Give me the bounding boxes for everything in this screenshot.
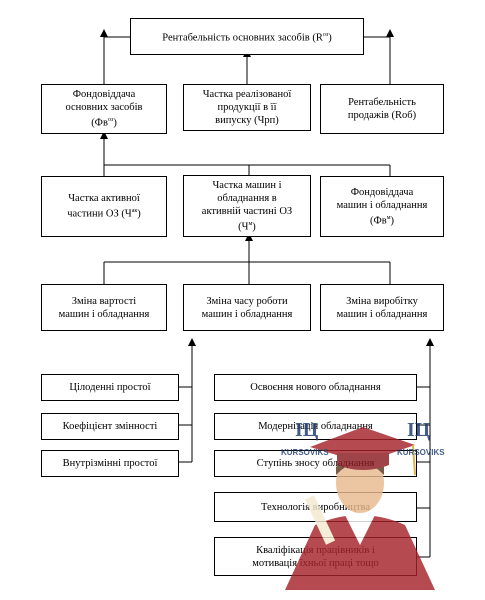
factor-label: Внутрізмінні простої bbox=[62, 458, 158, 469]
box-line: обладнання в bbox=[217, 193, 277, 204]
box-line: машин і обладнання bbox=[336, 308, 428, 320]
graduate-figure-icon bbox=[285, 427, 435, 590]
arrow-left-bracket bbox=[188, 338, 196, 346]
box-line: продажів (Rоб) bbox=[347, 110, 417, 121]
factor-shift-ratio: Коефіцієнт змінності bbox=[41, 413, 179, 440]
factor-full-day-downtime: Цілоденні простої bbox=[41, 374, 179, 401]
box-sales-profitability: Рентабельність продажів (Rоб) bbox=[320, 84, 444, 134]
factor-new-equipment: Освоєння нового обладнання bbox=[214, 374, 417, 401]
arrow-top-right bbox=[386, 29, 394, 37]
box-line: активній частині ОЗ bbox=[201, 206, 293, 217]
watermark: ІЦ KURSOVIKS ІЦ KURSOVIKS bbox=[275, 405, 445, 590]
watermark-logo-2: ІЦ bbox=[407, 419, 431, 441]
box-line: машин і обладнання bbox=[201, 308, 293, 320]
arrow-top-left bbox=[100, 29, 108, 37]
box-line: машин і обладнання bbox=[336, 199, 428, 211]
watermark-brand: KURSOVIKS bbox=[281, 448, 329, 457]
box-active-share: Частка активної частини ОЗ (Чак) bbox=[41, 176, 167, 237]
box-sold-share: Частка реалізованої продукції в її випус… bbox=[183, 84, 311, 131]
box-line: Фондовіддача bbox=[350, 186, 414, 198]
watermark-brand-2: KURSOVIKS bbox=[397, 448, 445, 457]
box-line: (Фвм) bbox=[369, 214, 395, 227]
box-line: випуску (Чрп) bbox=[215, 115, 279, 126]
factor-label: Коефіцієнт змінності bbox=[62, 421, 158, 432]
arrow-right-bracket bbox=[426, 338, 434, 346]
box-line: Рентабельність bbox=[348, 97, 416, 108]
box-line: Частка машин і bbox=[212, 180, 282, 191]
box-output-change: Зміна виробітку машин і обладнання bbox=[320, 284, 444, 331]
box-line: Частка активної bbox=[68, 193, 140, 205]
factor-label: Цілоденні простої bbox=[69, 382, 151, 393]
factor-label: Модернізація обладнання bbox=[258, 421, 373, 432]
box-asset-turnover: Фондовіддача основних засобів (Фвоз) bbox=[41, 84, 167, 134]
box-line: (Чм) bbox=[238, 221, 256, 233]
box-line: машин і обладнання bbox=[58, 308, 150, 320]
box-line: Зміна вартості bbox=[71, 295, 137, 307]
top-box-label: Рентабельність основних засобів (Rоз) bbox=[162, 31, 332, 44]
box-cost-change: Зміна вартості машин і обладнання bbox=[41, 284, 167, 331]
box-line: Частка реалізованої bbox=[202, 89, 292, 100]
box-line: Зміна виробітку bbox=[346, 295, 418, 307]
top-box-return-on-assets: Рентабельність основних засобів (Rоз) bbox=[130, 18, 364, 55]
factor-label: Ступінь зносу обладнання bbox=[256, 458, 375, 469]
arrow-l3-up bbox=[245, 233, 253, 241]
watermark-logo: ІЦ bbox=[295, 419, 319, 441]
box-line: частини ОЗ (Чак) bbox=[67, 208, 141, 220]
box-line: Зміна часу роботи bbox=[206, 295, 288, 307]
box-time-change: Зміна часу роботи машин і обладнання bbox=[183, 284, 311, 331]
box-line: основних засобів bbox=[65, 102, 143, 114]
box-machinery-share: Частка машин і обладнання в активній час… bbox=[183, 175, 311, 237]
factor-intra-shift-downtime: Внутрізмінні простої bbox=[41, 450, 179, 477]
box-line: Фондовіддача bbox=[72, 89, 136, 101]
box-line: (Фвоз) bbox=[91, 117, 117, 129]
box-machinery-turnover: Фондовіддача машин і обладнання (Фвм) bbox=[320, 176, 444, 237]
arrow-l2-up bbox=[100, 131, 108, 139]
factor-label: Освоєння нового обладнання bbox=[250, 382, 381, 393]
box-line: продукції в її bbox=[217, 102, 277, 113]
